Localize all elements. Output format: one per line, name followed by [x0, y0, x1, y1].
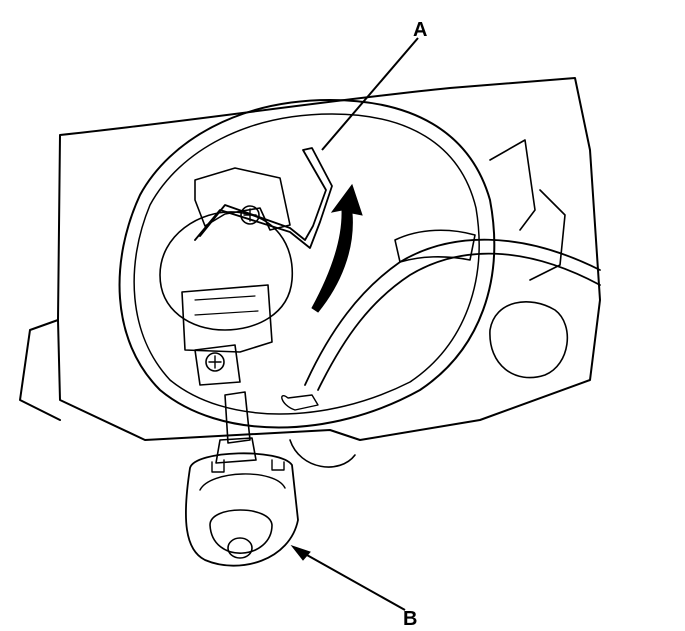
right-brackets	[489, 139, 566, 281]
housing-back-line	[19, 319, 61, 421]
sealing-ring-outer	[118, 99, 496, 429]
wire-cover	[394, 229, 476, 263]
callout-label-a: A	[413, 19, 428, 41]
holder-tab	[194, 344, 241, 386]
retaining-clip	[194, 147, 333, 249]
screw-top	[240, 205, 260, 225]
housing-outline	[57, 77, 601, 441]
grommet	[281, 394, 319, 411]
callout-label-b: B	[403, 608, 418, 630]
housing-nub	[289, 439, 356, 468]
screw-bottom-slot	[208, 355, 222, 369]
sealing-ring-inner	[133, 113, 480, 415]
wire-harness-2	[317, 252, 601, 391]
bulb-cap	[209, 509, 273, 554]
screw-bottom	[205, 352, 225, 372]
bulb-flange-inner	[199, 473, 286, 491]
socket-opening	[159, 211, 294, 331]
bulb-flange	[185, 452, 299, 567]
holder-lower	[181, 284, 273, 353]
bulb-tabs	[211, 459, 285, 473]
connector-loop	[489, 301, 569, 379]
leader-line-a	[321, 37, 419, 151]
rotation-arrow	[311, 183, 363, 313]
bulb-glass	[224, 391, 251, 444]
holder-lower-detail	[194, 295, 259, 316]
leader-arrowhead-b	[290, 544, 311, 561]
bulb-terminal	[227, 537, 253, 559]
leader-line-b	[297, 549, 406, 611]
